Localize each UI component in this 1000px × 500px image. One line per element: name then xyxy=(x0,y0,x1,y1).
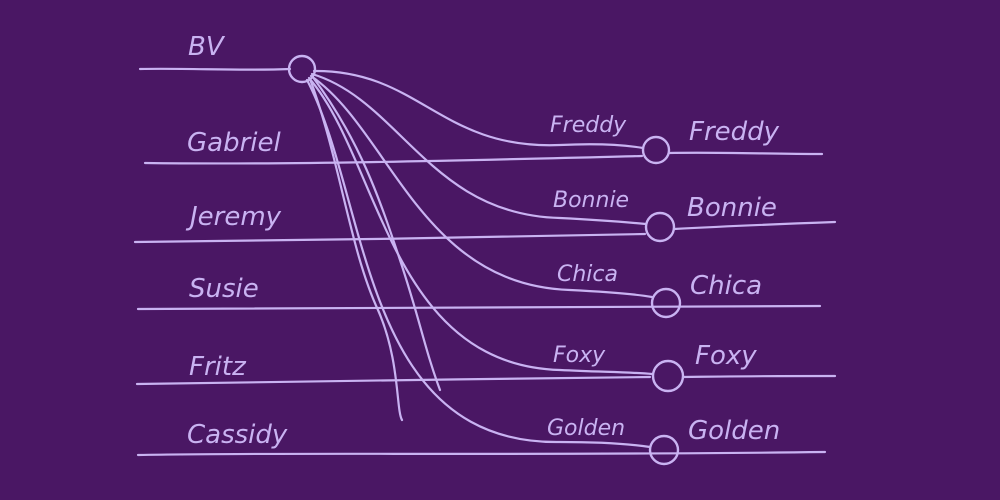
source-label: BV xyxy=(188,32,226,62)
target-node-golden xyxy=(648,434,680,466)
out-line-foxy xyxy=(681,374,837,379)
target-node-freddy xyxy=(641,135,671,165)
incoming-label-freddy: Freddy xyxy=(550,113,627,138)
left-label-cassidy: Cassidy xyxy=(187,420,288,450)
target-node-bonnie xyxy=(644,211,676,243)
left-label-gabriel: Gabriel xyxy=(187,128,281,158)
fan-curve-freddy xyxy=(312,69,645,150)
incoming-label-golden: Golden xyxy=(547,416,625,441)
fan-curve-bonnie xyxy=(310,72,648,226)
outgoing-label-golden: Golden xyxy=(688,416,780,446)
left-line-susie xyxy=(136,304,822,311)
fan-curve-golden xyxy=(305,78,652,449)
incoming-label-foxy: Foxy xyxy=(553,343,606,368)
outgoing-label-freddy: Freddy xyxy=(689,117,780,147)
out-line-bonnie xyxy=(672,220,837,231)
left-line-fritz xyxy=(135,375,652,386)
incoming-label-bonnie: Bonnie xyxy=(553,188,629,213)
fan-curve-chica xyxy=(309,74,654,299)
outgoing-label-foxy: Foxy xyxy=(695,341,757,371)
fan-curve-foxy xyxy=(307,76,654,376)
target-node-chica xyxy=(650,287,682,319)
incoming-label-chica: Chica xyxy=(557,262,618,287)
fan-stroke-b xyxy=(310,74,442,392)
outgoing-label-bonnie: Bonnie xyxy=(687,193,777,223)
source-line xyxy=(138,67,292,71)
outgoing-label-chica: Chica xyxy=(690,271,762,301)
left-label-fritz: Fritz xyxy=(189,352,247,382)
out-line-freddy xyxy=(667,151,824,156)
fan-stroke-a xyxy=(308,77,404,422)
target-node-foxy xyxy=(651,359,685,393)
left-line-gabriel xyxy=(143,154,644,165)
left-line-cassidy xyxy=(136,450,827,457)
left-label-susie: Susie xyxy=(189,274,259,304)
left-label-jeremy: Jeremy xyxy=(185,202,282,232)
source-node xyxy=(287,54,317,84)
